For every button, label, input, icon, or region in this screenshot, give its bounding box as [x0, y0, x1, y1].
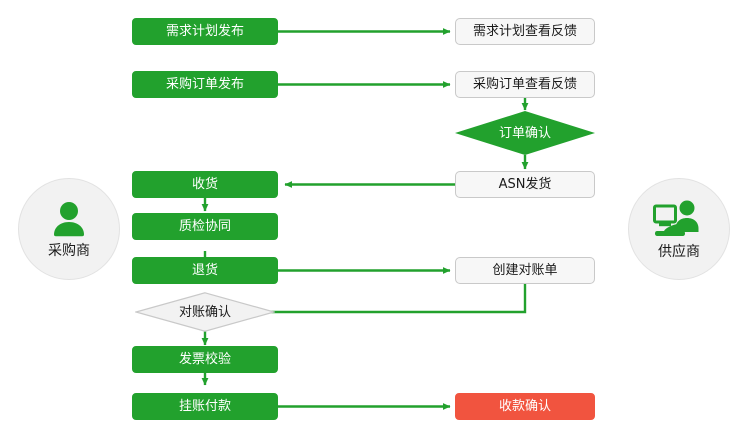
node-po-publish[interactable]: 采购订单发布	[132, 71, 278, 98]
node-label: 发票校验	[178, 352, 231, 367]
node-create-statement[interactable]: 创建对账单	[455, 257, 595, 284]
actor-supplier-label: 供应商	[658, 243, 700, 260]
node-statement-confirm[interactable]: 对账确认	[135, 292, 275, 332]
edge-create-statement-to-statement-confirm	[217, 284, 527, 316]
node-label: 收货	[191, 177, 218, 192]
node-label: 退货	[191, 263, 218, 278]
node-quality-collaboration[interactable]: 质检协同	[132, 213, 278, 240]
node-demand-plan-feedback[interactable]: 需求计划查看反馈	[455, 18, 595, 45]
node-payment-booking[interactable]: 挂账付款	[132, 393, 278, 420]
node-label: 收款确认	[498, 399, 551, 414]
node-label: 采购订单查看反馈	[472, 77, 577, 92]
actor-buyer-label: 采购商	[48, 242, 90, 259]
node-label: ASN发货	[498, 177, 552, 192]
diamond-shape-green	[455, 111, 595, 155]
person-at-computer-icon	[653, 200, 705, 244]
node-label: 订单确认	[498, 125, 551, 141]
node-label: 挂账付款	[178, 399, 231, 414]
node-return[interactable]: 退货	[132, 257, 278, 284]
node-invoice-verify[interactable]: 发票校验	[132, 346, 278, 373]
node-label: 采购订单发布	[165, 77, 244, 92]
person-icon	[49, 201, 89, 243]
node-label: 创建对账单	[492, 263, 558, 278]
node-label: 需求计划查看反馈	[472, 24, 577, 39]
actor-buyer: 采购商	[18, 178, 120, 280]
node-label: 质检协同	[178, 219, 231, 234]
node-demand-plan-publish[interactable]: 需求计划发布	[132, 18, 278, 45]
node-label: 需求计划发布	[165, 24, 244, 39]
node-receipt-confirm[interactable]: 收款确认	[455, 393, 595, 420]
actor-supplier: 供应商	[628, 178, 730, 280]
node-label: 对账确认	[178, 304, 231, 320]
diamond-shape-plain	[135, 292, 275, 332]
node-order-confirm[interactable]: 订单确认	[455, 111, 595, 155]
node-goods-receipt[interactable]: 收货	[132, 171, 278, 198]
node-po-feedback[interactable]: 采购订单查看反馈	[455, 71, 595, 98]
node-asn-shipment[interactable]: ASN发货	[455, 171, 595, 198]
